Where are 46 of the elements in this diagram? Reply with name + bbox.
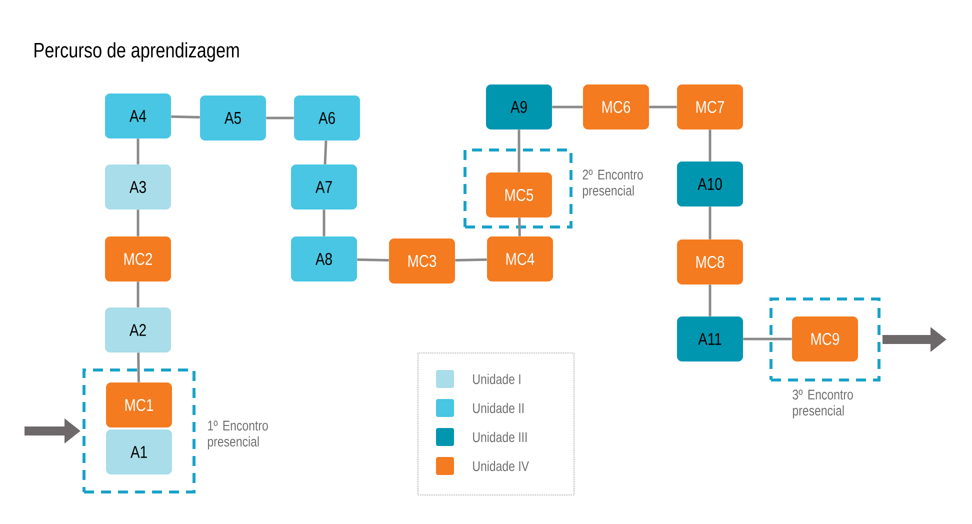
unit-box: A3 bbox=[105, 164, 171, 210]
unit-box: A5 bbox=[200, 96, 266, 140]
unit-box: MC5 bbox=[486, 172, 552, 218]
session-caption: 1º Encontro presencial bbox=[208, 420, 268, 450]
connector-line bbox=[708, 206, 712, 240]
connector-line bbox=[136, 138, 140, 164]
connector-line bbox=[455, 258, 487, 262]
unit-box: MC8 bbox=[677, 239, 743, 284]
unit-box: A2 bbox=[105, 308, 171, 352]
session-caption: 2º Encontro presencial bbox=[582, 170, 643, 198]
connector-line bbox=[136, 282, 140, 308]
connector-line bbox=[322, 210, 326, 236]
connector-line bbox=[708, 130, 712, 162]
connector-line bbox=[137, 352, 140, 382]
unit-box: A10 bbox=[677, 162, 743, 206]
connector-line bbox=[552, 106, 583, 108]
unit-box: A11 bbox=[677, 316, 743, 362]
legend-label: Unidade II bbox=[473, 402, 524, 414]
unit-box: A6 bbox=[294, 96, 360, 140]
unit-box: MC1 bbox=[106, 382, 172, 428]
unit-box: A9 bbox=[486, 84, 552, 130]
connector-line bbox=[649, 106, 677, 108]
legend-label: Unidade IV bbox=[473, 460, 529, 472]
unit-box: A7 bbox=[291, 164, 357, 210]
title: Percurso de aprendizagem bbox=[34, 42, 239, 62]
legend-label: Unidade III bbox=[473, 432, 527, 442]
legend-label: Unidade I bbox=[473, 374, 520, 384]
connector-line bbox=[518, 218, 521, 236]
unit-box: A8 bbox=[291, 236, 357, 282]
unit-box: A4 bbox=[105, 94, 171, 138]
unit-box: MC4 bbox=[487, 236, 553, 282]
unit-box: MC7 bbox=[677, 84, 743, 130]
unit-box: A1 bbox=[106, 429, 172, 474]
connector-line bbox=[518, 130, 520, 172]
connector-line bbox=[266, 116, 294, 120]
session-caption: 3º Encontro presencial bbox=[792, 390, 853, 418]
unit-box: MC6 bbox=[583, 84, 649, 130]
connector-line bbox=[357, 258, 389, 262]
unit-box: MC9 bbox=[792, 316, 858, 362]
unit-box: MC2 bbox=[105, 236, 171, 282]
connector-line bbox=[708, 284, 712, 316]
connector-line bbox=[171, 115, 200, 119]
connector-line bbox=[743, 338, 792, 340]
unit-box: MC3 bbox=[389, 238, 455, 284]
connector-line bbox=[324, 140, 328, 164]
connector-line bbox=[136, 210, 140, 236]
